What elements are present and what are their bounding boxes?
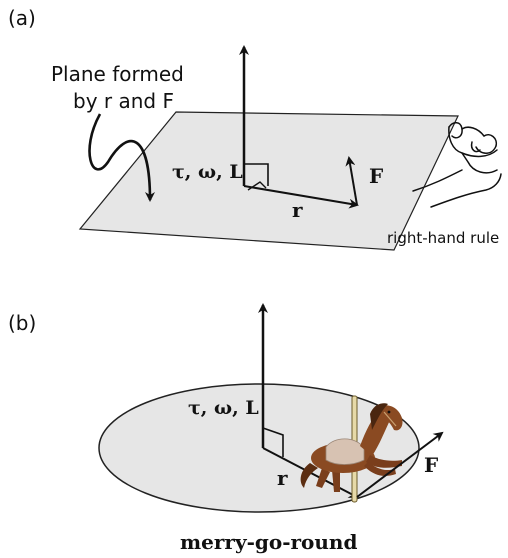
merry-go-round-caption: merry-go-round: [180, 530, 357, 554]
plane-note-line2: by r and F: [73, 89, 174, 113]
panel-b: (b): [8, 305, 442, 554]
right-hand-rule-label: right-hand rule: [387, 229, 499, 247]
r-label-b: r: [277, 466, 288, 490]
panel-a-label: (a): [8, 6, 36, 30]
f-label-b: F: [424, 453, 438, 477]
panel-b-label: (b): [8, 311, 36, 335]
plane-note-line1: Plane formed: [51, 62, 184, 86]
f-label-a: F: [369, 164, 383, 188]
r-label-a: r: [292, 198, 303, 222]
axis-label-a: τ, ω, L: [172, 161, 243, 183]
axis-label-b: τ, ω, L: [188, 397, 259, 419]
panel-a: (a) Plane formed by r and F τ, ω, L r F: [8, 6, 501, 250]
